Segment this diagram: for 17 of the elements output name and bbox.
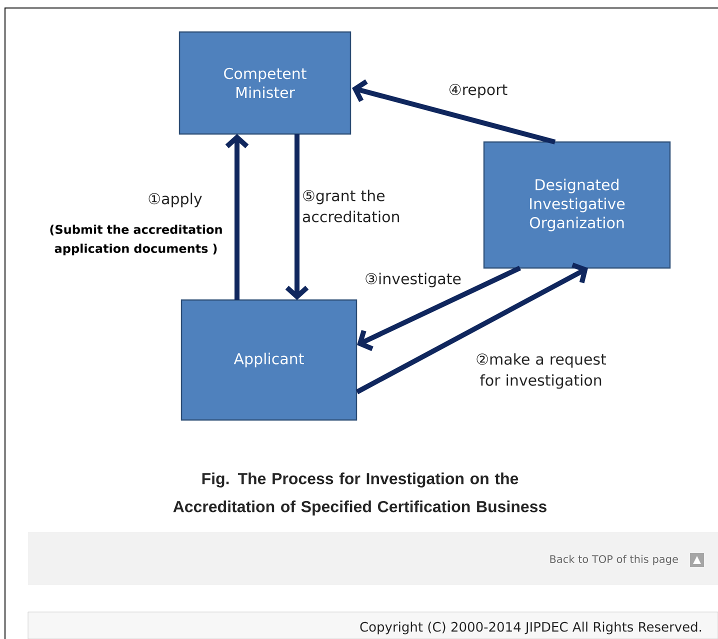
arrow [357, 266, 522, 352]
arrow [352, 79, 556, 144]
process-box: Designated Investigative Organization [483, 141, 671, 269]
edge-label: ④report [449, 84, 508, 98]
copyright-notice: Copyright (C) 2000-2014 JIPDEC All Rights Reserved. [360, 622, 702, 634]
edge-label: ②make a request for investigation [476, 353, 606, 389]
arrow [225, 134, 249, 300]
caption: Fig. The Process for Investigation on the Accreditation of Specified Certification Business [173, 472, 546, 516]
edge-label: ①apply [148, 192, 202, 208]
back-to-top-link: Back to TOP of this page [550, 554, 678, 566]
edge-label: ⑤grant the accreditation [302, 190, 399, 222]
annotation: (Submit the accreditation application documents ) [50, 224, 222, 256]
process-box: Applicant [180, 299, 358, 421]
arrow [285, 134, 309, 300]
process-box: Competent Minister [178, 31, 352, 135]
edge-label: ③investigate [366, 272, 461, 288]
arrow [356, 262, 588, 394]
